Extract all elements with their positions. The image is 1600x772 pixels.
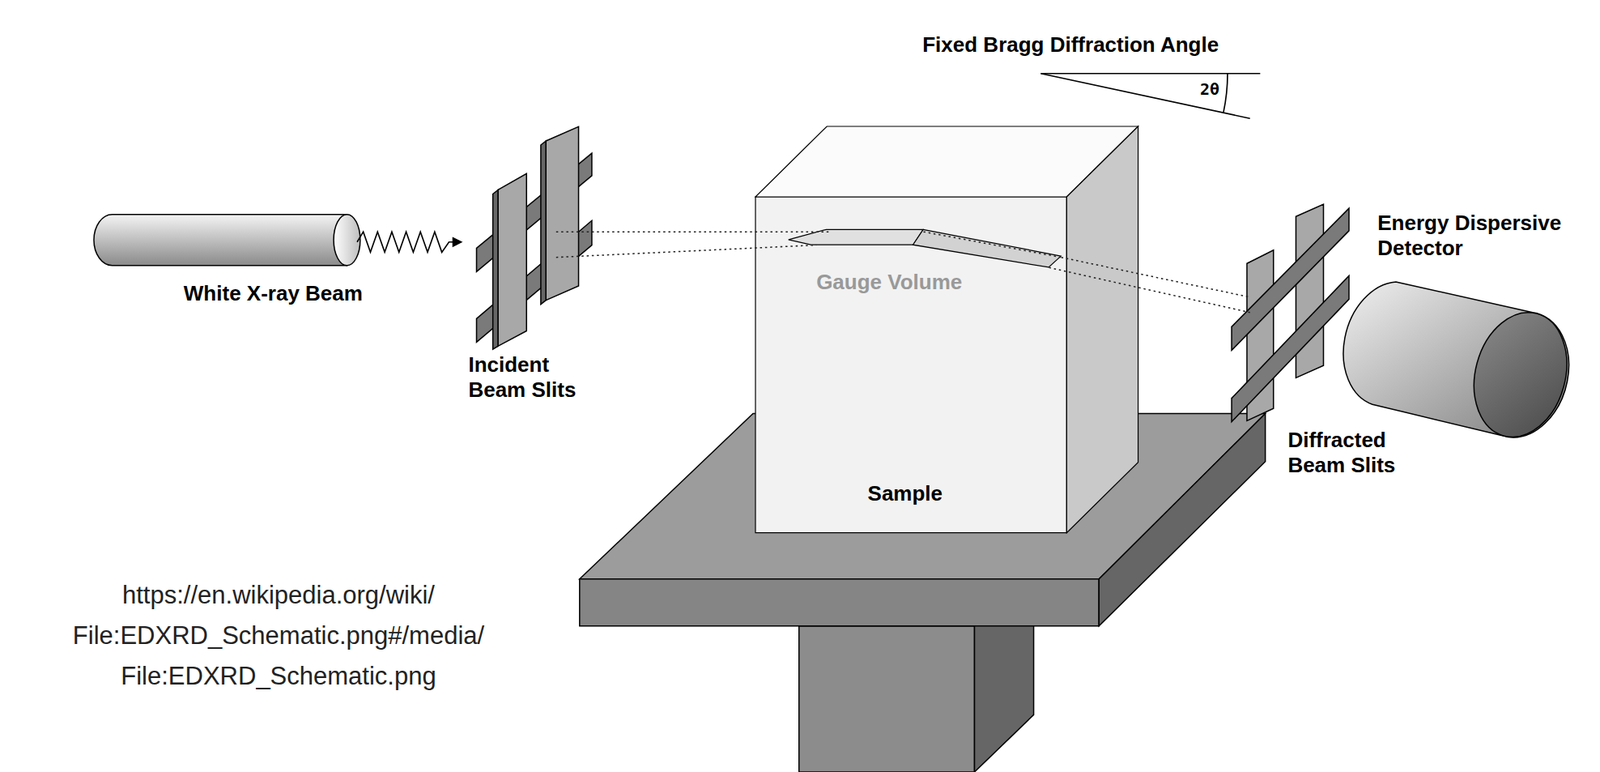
- face: [1066, 126, 1138, 533]
- sample-cube: Sample Gauge Volume: [755, 126, 1139, 533]
- diffracted-slits: [1231, 204, 1349, 422]
- gauge-volume: Gauge Volume: [785, 224, 1067, 298]
- incident-beam: [556, 230, 829, 233]
- diffracted-beam: [1061, 257, 1251, 298]
- part-label: Diffracted Beam Slits: [1287, 427, 1426, 478]
- node-label: Gauge Volume: [816, 269, 962, 295]
- xray-wave: [357, 231, 462, 252]
- incident-beam: [556, 245, 817, 258]
- node-label: Sample: [868, 480, 944, 507]
- sample-cube-outline: [755, 126, 1139, 533]
- detector: [1343, 281, 1580, 448]
- xray-tube: [93, 214, 361, 266]
- diagram-title: Fixed Bragg Diffraction Angle: [922, 32, 1219, 58]
- face: [755, 196, 1067, 533]
- part-label: White X-ray Beam: [183, 280, 363, 307]
- diffracted-beam: [923, 231, 1061, 258]
- angle-symbol: 2θ: [1200, 79, 1220, 99]
- bragg-angle: [1040, 73, 1260, 119]
- part-label: Incident Beam Slits: [468, 352, 598, 403]
- diffracted-beam: [1048, 267, 1250, 312]
- part-label: Energy Dispersive Detector: [1377, 210, 1590, 261]
- face: [913, 229, 1062, 269]
- face: [788, 229, 924, 246]
- source-url: https://en.wikipedia.org/wiki/ File:EDXR…: [11, 574, 546, 697]
- incident-slits: [476, 126, 592, 349]
